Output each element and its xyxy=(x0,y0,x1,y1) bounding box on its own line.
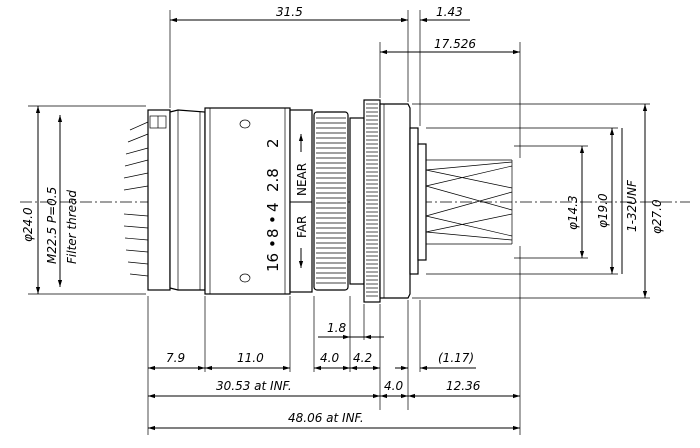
dim-rear-length-bottom: 12.36 xyxy=(446,379,481,393)
dim-seg-1-17: (1.17) xyxy=(438,351,474,365)
dim-rear-length: 17.526 xyxy=(434,37,476,51)
dim-seg-11-0: 11.0 xyxy=(237,351,264,365)
dim-total-length: 31.5 xyxy=(276,5,303,19)
dim-outer-diameter: φ27.0 xyxy=(650,199,664,234)
dim-inner-diameter: φ14.3 xyxy=(566,195,580,230)
extension-lines xyxy=(28,10,650,435)
dim-thread-name: Filter thread xyxy=(65,190,79,264)
focus-near-label: NEAR xyxy=(295,163,309,196)
aperture-dot-1: • xyxy=(264,239,282,248)
aperture-value-16: 16 xyxy=(264,253,282,272)
dim-knurl-width: 1.8 xyxy=(327,321,346,335)
aperture-value-4: 4 xyxy=(264,202,282,212)
dim-left: φ24.0 M22.5 P=0.5 Filter thread xyxy=(21,106,79,294)
dim-length-at-inf: 30.53 at INF. xyxy=(216,379,292,393)
aperture-value-8: 8 xyxy=(264,228,282,238)
dim-mount-length: 4.0 xyxy=(384,379,403,393)
dim-seg-4-0: 4.0 xyxy=(320,351,339,365)
dim-bottom: 1.8 7.9 11.0 4.0 4.2 (1.17) 30.53 at INF… xyxy=(148,321,520,431)
lock-collar xyxy=(363,99,381,303)
focus-far-label: FAR xyxy=(295,216,309,238)
aperture-ring: 16 • 8 • 4 2.8 2 xyxy=(204,107,291,295)
front-barrel xyxy=(169,109,206,291)
dim-mount-thread: 1-32UNF xyxy=(625,179,639,232)
dim-left-diameter: φ24.0 xyxy=(21,207,35,242)
aperture-value-2: 2 xyxy=(264,138,282,148)
dim-top: 31.5 1.43 17.526 xyxy=(170,5,520,55)
dim-flange-offset: 1.43 xyxy=(436,5,463,19)
focus-ring: NEAR FAR xyxy=(289,109,313,293)
dim-seg-4-2: 4.2 xyxy=(353,351,372,365)
filter-thread-section xyxy=(123,109,171,291)
dim-thread-size: M22.5 P=0.5 xyxy=(45,187,59,264)
rear-mount xyxy=(409,127,513,275)
dim-seg-7-9: 7.9 xyxy=(166,351,185,365)
lock-ring xyxy=(349,117,365,285)
dim-mid-diameter: φ19.0 xyxy=(596,193,610,228)
mount-flange xyxy=(379,103,411,299)
dim-total-at-inf: 48.06 at INF. xyxy=(288,411,364,425)
knurled-grip xyxy=(313,111,349,291)
dim-right: φ14.3 φ19.0 1-32UNF φ27.0 xyxy=(566,104,664,298)
aperture-value-2-8: 2.8 xyxy=(264,168,282,192)
aperture-dot-2: • xyxy=(264,215,282,224)
